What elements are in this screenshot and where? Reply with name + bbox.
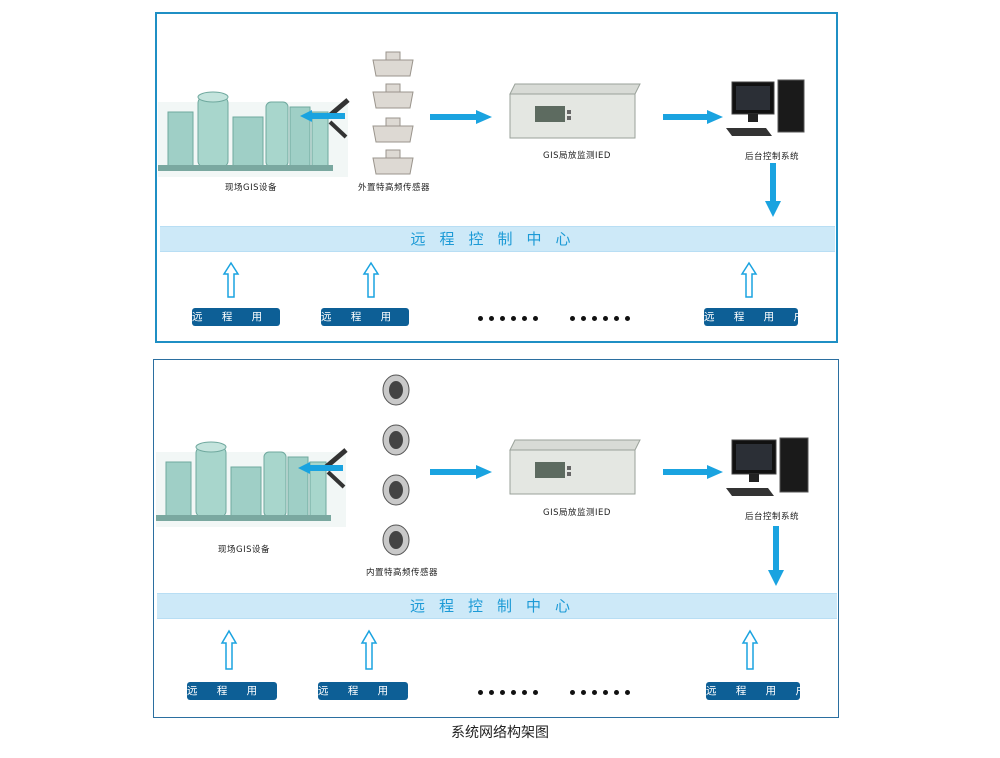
remote-control-center-bar: 远程控制中心 — [157, 593, 837, 619]
sensor-label: 内置特高频传感器 — [366, 568, 439, 578]
equipment-label: 现场GIS设备 — [218, 545, 270, 555]
remote-user-n-button[interactable]: 远 程 用 户 N — [706, 682, 833, 700]
flow-arrow-sensor-to-ied — [430, 110, 492, 124]
sensor-to-gis-arrow — [298, 462, 343, 474]
user-up-arrow — [222, 261, 240, 298]
gis-equipment-image — [156, 441, 348, 527]
ied-device-image — [509, 83, 641, 139]
user-up-arrow — [220, 629, 238, 670]
flow-arrow-backend-to-center — [765, 163, 781, 217]
sensor-label: 外置特高频传感器 — [358, 183, 431, 193]
remote-user-1-button[interactable]: 远 程 用 户 1 — [192, 308, 318, 326]
remote-user-n-button[interactable]: 远 程 用 户 N — [704, 308, 831, 326]
diagram-panel-internal — [153, 359, 839, 718]
backend-label: 后台控制系统 — [745, 152, 800, 162]
ied-label: GIS局放监测IED — [543, 151, 611, 161]
gis-equipment-image — [158, 91, 350, 177]
ied-device-image — [509, 439, 641, 495]
sensor-to-gis-arrow — [300, 110, 345, 122]
ellipsis-dots — [478, 316, 636, 321]
remote-user-1-button[interactable]: 远 程 用 户 1 — [187, 682, 313, 700]
remote-user-2-button[interactable]: 远 程 用 户 2 — [318, 682, 444, 700]
user-up-arrow — [740, 261, 758, 298]
figure-caption: 系统网络构架图 — [451, 725, 549, 741]
flow-arrow-backend-to-center — [768, 526, 784, 586]
computer-icon — [726, 437, 809, 496]
ellipsis-dots — [478, 690, 636, 695]
flow-arrow-sensor-to-ied — [430, 465, 492, 479]
remote-user-2-button[interactable]: 远 程 用 户 2 — [321, 308, 447, 326]
user-up-arrow — [362, 261, 380, 298]
user-up-arrow — [741, 629, 759, 670]
flow-arrow-ied-to-backend — [663, 110, 723, 124]
remote-control-center-bar: 远程控制中心 — [160, 226, 835, 252]
external-sensor-icon — [372, 51, 414, 175]
user-up-arrow — [360, 629, 378, 670]
equipment-label: 现场GIS设备 — [225, 183, 277, 193]
flow-arrow-ied-to-backend — [663, 465, 723, 479]
backend-label: 后台控制系统 — [745, 512, 800, 522]
ied-label: GIS局放监测IED — [543, 508, 611, 518]
diagram-panel-external — [155, 12, 838, 343]
computer-icon — [726, 79, 805, 136]
internal-sensor-icon — [382, 374, 410, 556]
